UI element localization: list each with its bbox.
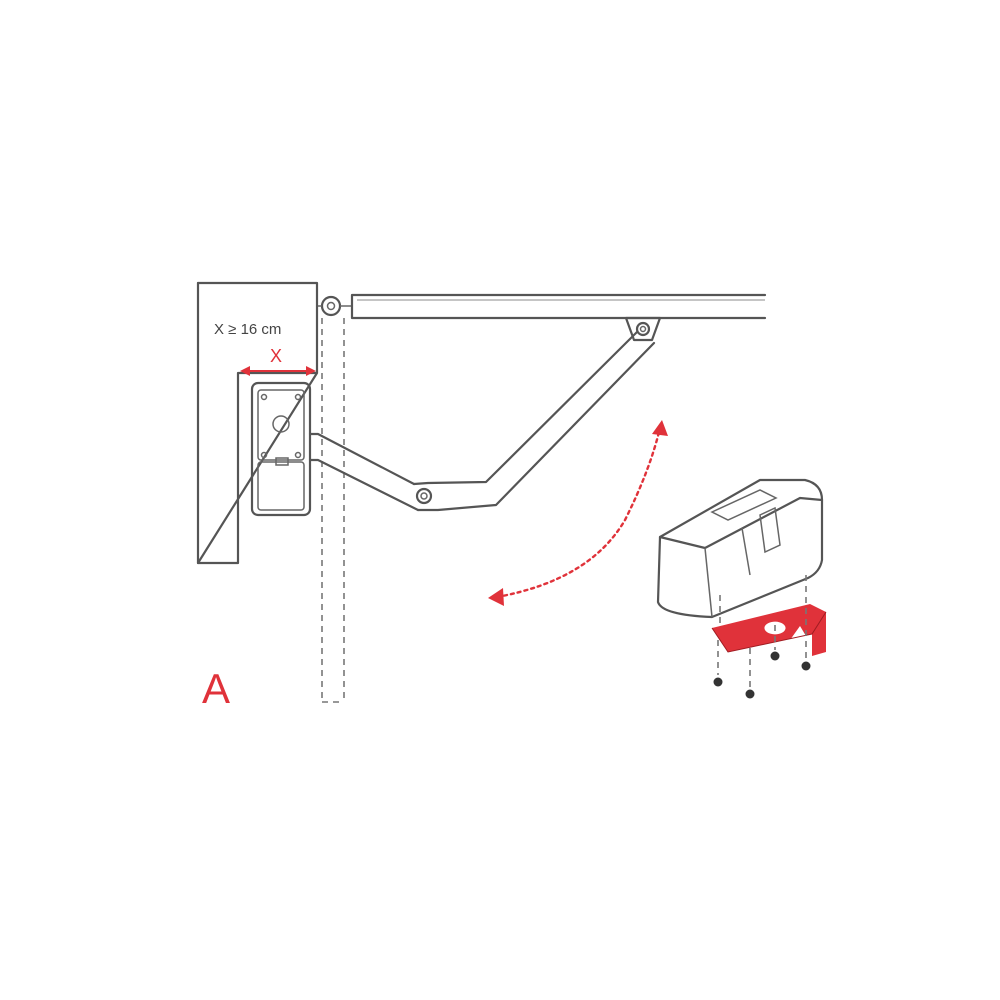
articulated-arm — [308, 316, 662, 512]
gate-open-position — [321, 318, 345, 703]
dimension-symbol: X — [270, 346, 282, 366]
gate-bracket — [624, 316, 662, 342]
gate-leaf — [350, 293, 767, 320]
motor-unit-top-view — [250, 381, 312, 517]
curved-double-arrow-icon — [488, 420, 668, 606]
distance-rule-label: X ≥ 16 cm — [214, 321, 281, 338]
mounting-bracket — [711, 604, 827, 656]
dimension-arrow — [240, 366, 316, 376]
screw-icon — [713, 575, 811, 699]
wall-pillar — [196, 281, 319, 565]
gate-hinge — [318, 295, 352, 317]
motor-unit-3d-view — [656, 478, 824, 619]
figure-letter: A — [202, 665, 230, 712]
arm-joint — [415, 487, 433, 505]
